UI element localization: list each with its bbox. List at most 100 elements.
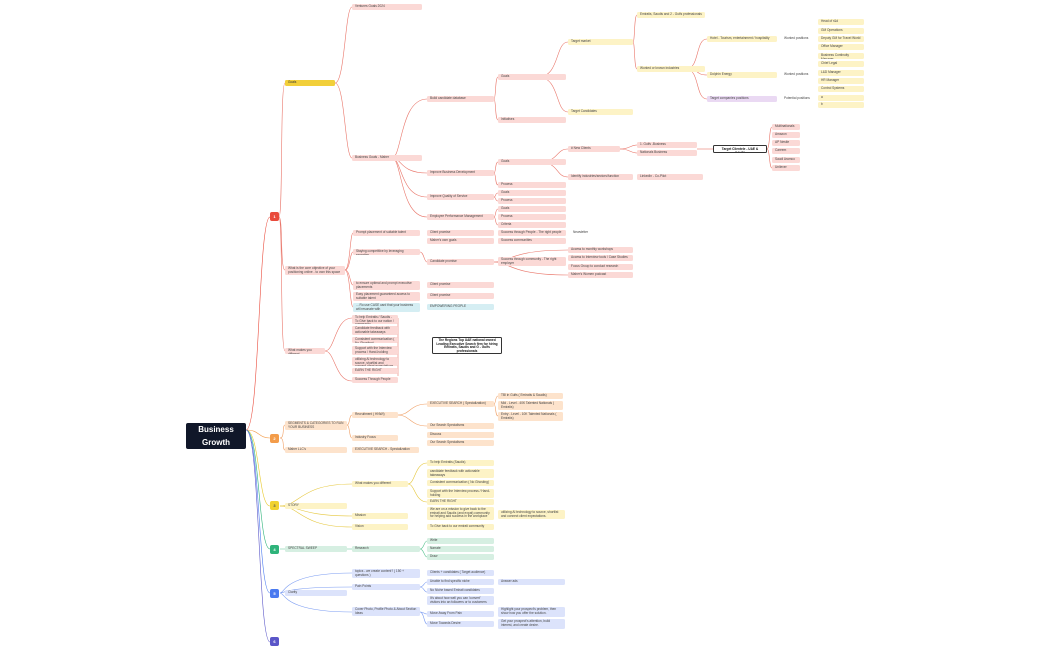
clientele-item[interactable]: Careem	[772, 148, 800, 154]
exec-item[interactable]: TBI in Gulfs ( Emiratis & Saudis)	[498, 393, 563, 399]
node-prompt-placement[interactable]: Prompt placement of suitable talent	[353, 230, 420, 236]
position-item[interactable]: b	[818, 102, 864, 108]
node-easy-placement[interactable]: Easy placement guaranteed access to suit…	[353, 292, 420, 301]
node-research[interactable]: Research	[352, 546, 420, 552]
position-item[interactable]: Head of r&d	[818, 19, 864, 25]
node-vision[interactable]: Vision	[352, 524, 408, 530]
node-utilizing-ai[interactable]: utilizing AI technology to source, short…	[498, 510, 565, 519]
node-target-audience[interactable]: Clients + candidates ( Target audience)	[427, 570, 494, 576]
node-client-promise-3[interactable]: Client promise	[427, 293, 494, 299]
diff-item[interactable]: Success Through People	[352, 377, 398, 383]
node-new-clients[interactable]: # New Clients	[568, 146, 620, 152]
node-business-goals[interactable]: Business Goals - Maher	[352, 155, 422, 161]
node-maher-llc[interactable]: Maher LLC's	[285, 447, 347, 453]
node-answer-ads[interactable]: Answer ads	[498, 579, 565, 585]
community-item[interactable]: Access to Interview tools / Case Studies	[568, 255, 633, 261]
node-region-top[interactable]: The Regions Top UAE national owned Leadi…	[432, 337, 502, 354]
community-item[interactable]: Access to monthly workshops	[568, 247, 633, 253]
node-linkedin[interactable]: LinkedIn - Co-Pilot	[637, 174, 703, 180]
diff-item[interactable]: EARN THE RIGHT	[352, 368, 398, 374]
node-maher-goals[interactable]: Maher's own goals	[427, 238, 494, 244]
node-move-toward[interactable]: Move Towards Desire	[427, 621, 494, 627]
node-our-search-1[interactable]: Our Search Specialisms	[427, 423, 494, 429]
node-hotel[interactable]: Hotel - Tourism, entertainment / hospita…	[707, 36, 777, 42]
node-mission-text[interactable]: We are on a mission to give back to the …	[427, 507, 494, 520]
node-potential-positions[interactable]: Potential positions	[784, 96, 810, 100]
node-target-candidates[interactable]: Target Candidates	[568, 109, 633, 115]
node-story[interactable]: STORY	[285, 503, 347, 509]
node-target-companies[interactable]: Target companies positions	[707, 96, 777, 102]
diff-item[interactable]: Support with the Interview process / Han…	[352, 346, 398, 355]
diff-item[interactable]: utilizing AI technology to source, short…	[352, 357, 398, 366]
node-discuss[interactable]: Discuss	[427, 432, 494, 438]
clientele-item[interactable]: Amazon	[772, 132, 800, 138]
node-no-niche[interactable]: No Niche based Emirati candidates	[427, 588, 494, 594]
node-vision-text[interactable]: To Give back to our emirati community	[427, 524, 494, 530]
node-core-objective[interactable]: What is the core objective of your posit…	[285, 266, 345, 275]
node-move-toward-text[interactable]: Get your prospect's attention, build int…	[498, 619, 565, 629]
story-diff-item[interactable]: To help Emiratis (Saudis)	[427, 460, 494, 466]
node-mission[interactable]: Mission	[352, 513, 408, 519]
node-move-away-text[interactable]: Highlight your prospect's problem, then …	[498, 607, 565, 617]
clientele-item[interactable]: AP Nestle	[772, 140, 800, 146]
node-spectral-sweep[interactable]: SPECTRAL SWEEP	[285, 546, 347, 552]
diff-item[interactable]: Consistent communication ( No Ghosting)	[352, 337, 398, 343]
node-success-community[interactable]: Success through community - The right em…	[498, 257, 566, 266]
position-item[interactable]: Business Continuity Manager	[818, 53, 864, 59]
section-badge-2[interactable]: 2	[270, 434, 279, 443]
position-item[interactable]: Chief Legal	[818, 61, 864, 67]
node-ventures-goals[interactable]: Ventures Goals 2024	[352, 4, 422, 10]
exec-item[interactable]: Entry - Level - 10K Talented Nationals (…	[498, 412, 563, 421]
node-topics[interactable]: topics - we create content? ( 150 + ques…	[352, 569, 420, 578]
research-item[interactable]: Write	[427, 538, 494, 544]
node-employee-perf[interactable]: Employee Performance Management	[427, 214, 494, 220]
node-worked-positions[interactable]: Worked positions	[784, 36, 809, 40]
node-use-case[interactable]: ... Ro use CASE card that your business …	[353, 303, 420, 312]
clientele-item[interactable]: Saudi Aramco	[772, 157, 800, 163]
node-empowering[interactable]: EMPOWERING PEOPLE	[427, 304, 494, 310]
node-identify[interactable]: Identify industries/sectors/function	[568, 174, 633, 180]
position-item[interactable]: a	[818, 95, 864, 101]
node-industry-focus[interactable]: Industry Focus	[352, 435, 398, 441]
node-our-search-2[interactable]: Our Search Specialisms	[427, 440, 494, 446]
node-worked-industries[interactable]: Worked or known industries	[637, 66, 705, 72]
node-exec-search[interactable]: EXECUTIVE SEARCH ( Specialization)	[427, 401, 494, 407]
exec-item[interactable]: Mid - Level - 40K Talented Nationals ( E…	[498, 401, 563, 410]
position-item[interactable]: GM Operations	[818, 28, 864, 34]
node-move-away[interactable]: Move Away From Pain	[427, 611, 494, 617]
section-badge-4[interactable]: 4	[270, 545, 279, 554]
node-cover-photo[interactable]: Cover Photo, Profile Photo & About Secti…	[352, 607, 420, 616]
node-staying-competitive[interactable]: Staying competitive by leveraging expert…	[353, 249, 420, 255]
section-badge-3[interactable]: 3	[270, 501, 279, 510]
node-pain-points[interactable]: Pain Points	[352, 584, 420, 590]
node-improve-bd[interactable]: Improve Business Development	[427, 170, 494, 176]
node-newsletter[interactable]: Newsletter	[573, 230, 589, 234]
node-unable-niche[interactable]: Unable to find specific niche	[427, 579, 494, 585]
community-item[interactable]: Focus Group to conduct research	[568, 264, 633, 270]
node-uae-business[interactable]: 1. Gulfs -Business	[637, 142, 697, 148]
node-criteria[interactable]: Criteria	[498, 222, 566, 228]
node-what-different[interactable]: What makes you different	[285, 348, 325, 354]
node-nationals-business[interactable]: Nationals Business	[637, 150, 697, 156]
node-success-people[interactable]: Success through People - The right peopl…	[498, 230, 566, 236]
node-goals-2[interactable]: Goals	[498, 74, 566, 80]
node-recruitment[interactable]: Recruitment ( HNWI)	[352, 412, 398, 418]
node-exec-search-2[interactable]: EXECUTIVE SEARCH - Specialization	[352, 447, 419, 453]
section-badge-5[interactable]: 5	[270, 589, 279, 598]
community-item[interactable]: Maher's Women podcast	[568, 272, 633, 278]
node-goals-5[interactable]: Goals	[498, 206, 566, 212]
section-badge-1[interactable]: 1	[270, 212, 279, 221]
section-badge-6[interactable]: 6	[270, 637, 279, 646]
node-process-2[interactable]: Process	[498, 198, 566, 204]
node-initiatives[interactable]: Initiatives	[498, 117, 566, 123]
node-client-promise-2[interactable]: Client promise	[427, 282, 494, 288]
node-client-promise[interactable]: Client promise	[427, 230, 494, 236]
node-dolphin[interactable]: Dolphin Energy	[707, 72, 777, 78]
node-goals-4[interactable]: Goals	[498, 190, 566, 196]
node-segments[interactable]: SEGMENTS & CATEGORIES TO RUN YOUR BUSINE…	[285, 421, 347, 430]
diff-item[interactable]: Candidate feedback with actionable takea…	[352, 326, 398, 335]
node-build-database[interactable]: Build candidate database	[427, 96, 494, 102]
position-item[interactable]: Control Systems	[818, 86, 864, 92]
node-goals[interactable]: Goals	[285, 80, 335, 86]
node-success-communities[interactable]: Success communities	[498, 238, 566, 244]
